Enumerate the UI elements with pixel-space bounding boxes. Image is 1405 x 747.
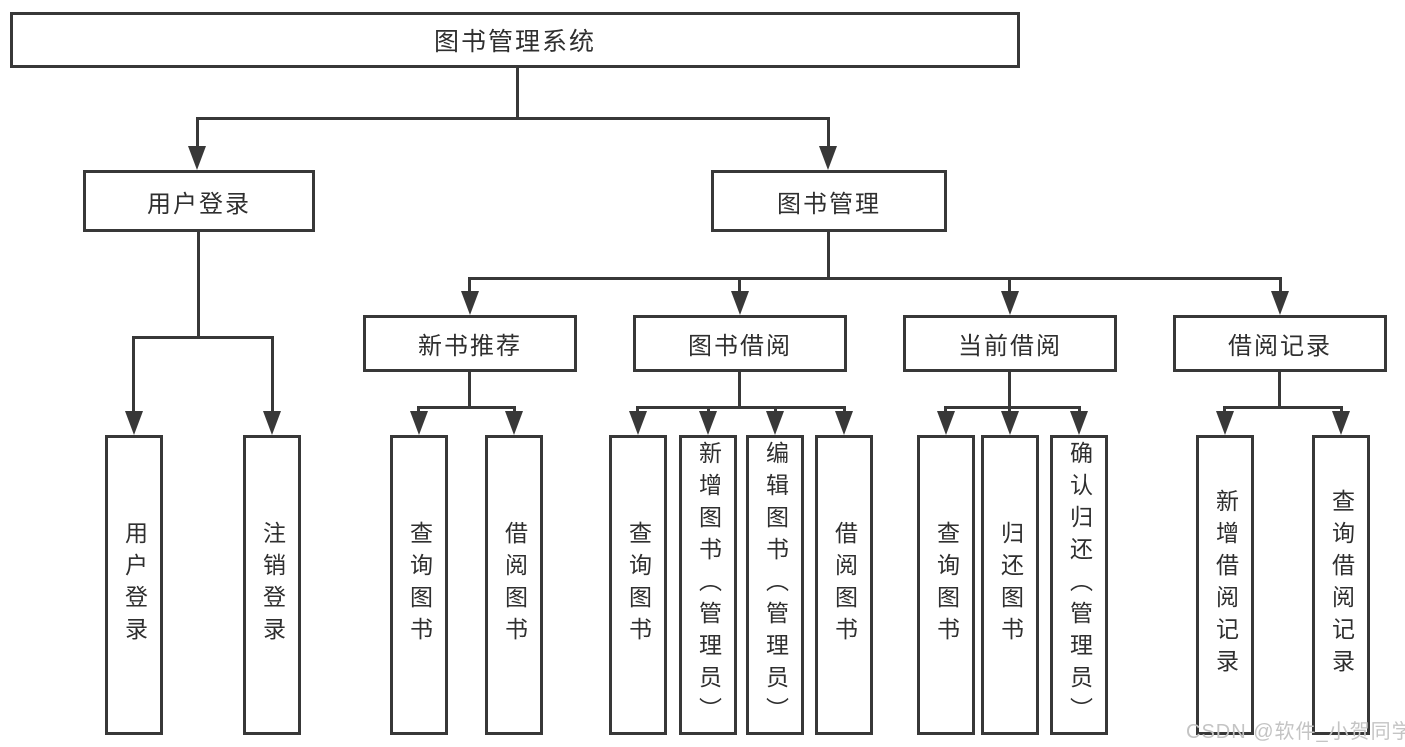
leaf-return-books: 归还图书 <box>981 435 1039 735</box>
connector-newbook-bus <box>417 406 516 409</box>
connector-stem <box>707 406 710 414</box>
leaf-label: 借阅图书 <box>501 521 528 649</box>
node-label: 图书管理系统 <box>433 28 596 56</box>
arrowhead-icon <box>1216 411 1234 435</box>
arrowhead-icon <box>629 411 647 435</box>
node-book-borrow: 图书借阅 <box>633 315 847 372</box>
connector-currentborrow-stub <box>1008 372 1011 409</box>
connector-currentborrow-bus <box>944 406 1081 409</box>
connector-bookborrow-bus <box>636 406 846 409</box>
node-label: 图书管理 <box>777 190 881 218</box>
connector-stem <box>636 406 639 414</box>
connector-stem <box>843 406 846 414</box>
connector-borrowrecords-bus <box>1223 406 1343 409</box>
connector-root-bus <box>196 117 830 120</box>
arrowhead-icon <box>263 411 281 435</box>
connector-stem <box>738 277 741 293</box>
node-new-book-recommend: 新书推荐 <box>363 315 577 372</box>
node-label: 图书借阅 <box>688 333 792 360</box>
connector-stem <box>1078 406 1081 414</box>
connector-newbook-stub <box>468 372 471 409</box>
arrowhead-icon <box>461 291 479 315</box>
arrowhead-icon <box>731 291 749 315</box>
leaf-label: 归还图书 <box>997 521 1024 649</box>
connector-root-stub <box>516 68 519 118</box>
arrowhead-icon <box>835 411 853 435</box>
leaf-add-book-admin: 新增图书（管理员） <box>679 435 737 735</box>
leaf-label: 新增图书（管理员） <box>695 441 722 729</box>
connector-stem <box>271 336 274 413</box>
leaf-label: 查询图书 <box>406 521 433 649</box>
leaf-label: 用户登录 <box>121 521 148 649</box>
connector-stem <box>1008 406 1011 414</box>
leaf-query-books-recommend: 查询图书 <box>390 435 448 735</box>
leaf-label: 确认归还（管理员） <box>1066 441 1093 729</box>
connector-userlogin-stub <box>197 232 200 339</box>
arrowhead-icon <box>766 411 784 435</box>
arrowhead-icon <box>410 411 428 435</box>
leaf-add-borrow-record: 新增借阅记录 <box>1196 435 1254 735</box>
arrowhead-icon <box>125 411 143 435</box>
connector-stem <box>774 406 777 414</box>
node-user-login: 用户登录 <box>83 170 315 232</box>
arrowhead-icon <box>819 146 837 170</box>
arrowhead-icon <box>1271 291 1289 315</box>
leaf-label: 注销登录 <box>259 521 286 649</box>
node-label: 用户登录 <box>147 190 251 218</box>
leaf-label: 借阅图书 <box>831 521 858 649</box>
node-borrow-records: 借阅记录 <box>1173 315 1387 372</box>
connector-stem <box>1008 277 1011 293</box>
connector-userlogin-bus <box>132 336 274 339</box>
leaf-borrow-books-recommend: 借阅图书 <box>485 435 543 735</box>
node-label: 当前借阅 <box>958 333 1062 360</box>
leaf-label: 查询图书 <box>933 521 960 649</box>
connector-stem <box>1279 277 1282 293</box>
leaf-label: 编辑图书（管理员） <box>762 441 789 729</box>
leaf-label: 新增借阅记录 <box>1212 489 1239 681</box>
node-label: 新书推荐 <box>418 333 522 360</box>
leaf-logout: 注销登录 <box>243 435 301 735</box>
connector-stem <box>417 406 420 414</box>
watermark: CSDN @软件_小贺同学 <box>1186 721 1405 743</box>
connector-stem <box>468 277 471 293</box>
arrowhead-icon <box>699 411 717 435</box>
arrowhead-icon <box>188 146 206 170</box>
connector-stem <box>196 117 199 148</box>
leaf-query-borrow-record: 查询借阅记录 <box>1312 435 1370 735</box>
connector-stem <box>944 406 947 414</box>
arrowhead-icon <box>1001 411 1019 435</box>
arrowhead-icon <box>1332 411 1350 435</box>
leaf-label: 查询图书 <box>625 521 652 649</box>
node-current-borrow: 当前借阅 <box>903 315 1117 372</box>
connector-bookmgmt-stub <box>827 232 830 280</box>
connector-stem <box>1340 406 1343 414</box>
connector-stem <box>132 336 135 413</box>
arrowhead-icon <box>937 411 955 435</box>
arrowhead-icon <box>505 411 523 435</box>
connector-stem <box>513 406 516 414</box>
leaf-user-login: 用户登录 <box>105 435 163 735</box>
leaf-borrow-books: 借阅图书 <box>815 435 873 735</box>
connector-stem <box>827 117 830 148</box>
connector-bookmgmt-bus <box>468 277 1282 280</box>
node-label: 借阅记录 <box>1228 333 1332 360</box>
leaf-edit-book-admin: 编辑图书（管理员） <box>746 435 804 735</box>
arrowhead-icon <box>1001 291 1019 315</box>
node-library-management-system: 图书管理系统 <box>10 12 1020 68</box>
node-book-management: 图书管理 <box>711 170 947 232</box>
arrowhead-icon <box>1070 411 1088 435</box>
leaf-query-books-current: 查询图书 <box>917 435 975 735</box>
connector-bookborrow-stub <box>738 372 741 409</box>
leaf-confirm-return-admin: 确认归还（管理员） <box>1050 435 1108 735</box>
leaf-label: 查询借阅记录 <box>1328 489 1355 681</box>
connector-stem <box>1223 406 1226 414</box>
leaf-query-books-borrow: 查询图书 <box>609 435 667 735</box>
connector-borrowrecords-stub <box>1278 372 1281 409</box>
